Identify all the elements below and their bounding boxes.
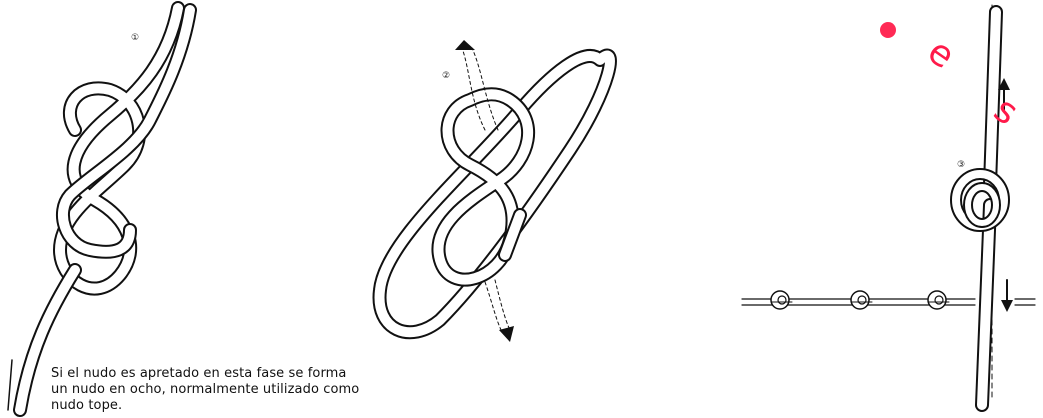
watermark-letter-e: e <box>920 31 962 77</box>
small-knot-1 <box>771 291 792 309</box>
figure-eight-step-2: ② <box>380 40 610 342</box>
small-knot-2 <box>851 291 872 309</box>
stopper-knot-step-3: ③ <box>956 5 1013 405</box>
caption-line-3: nudo tope. <box>51 398 471 414</box>
figure-eight-step-1: ① <box>8 8 190 410</box>
watermark: e s <box>880 22 1025 134</box>
caption-line-2: un nudo en ocho, normalmente utilizado c… <box>51 382 471 398</box>
step-1-label: ① <box>131 33 139 43</box>
step-2-label: ② <box>442 71 450 81</box>
caption: Si el nudo es apretado en esta fase se f… <box>51 366 471 414</box>
small-knot-3 <box>928 291 949 309</box>
step-3-label: ③ <box>957 160 965 170</box>
caption-line-1: Si el nudo es apretado en esta fase se f… <box>51 366 471 382</box>
